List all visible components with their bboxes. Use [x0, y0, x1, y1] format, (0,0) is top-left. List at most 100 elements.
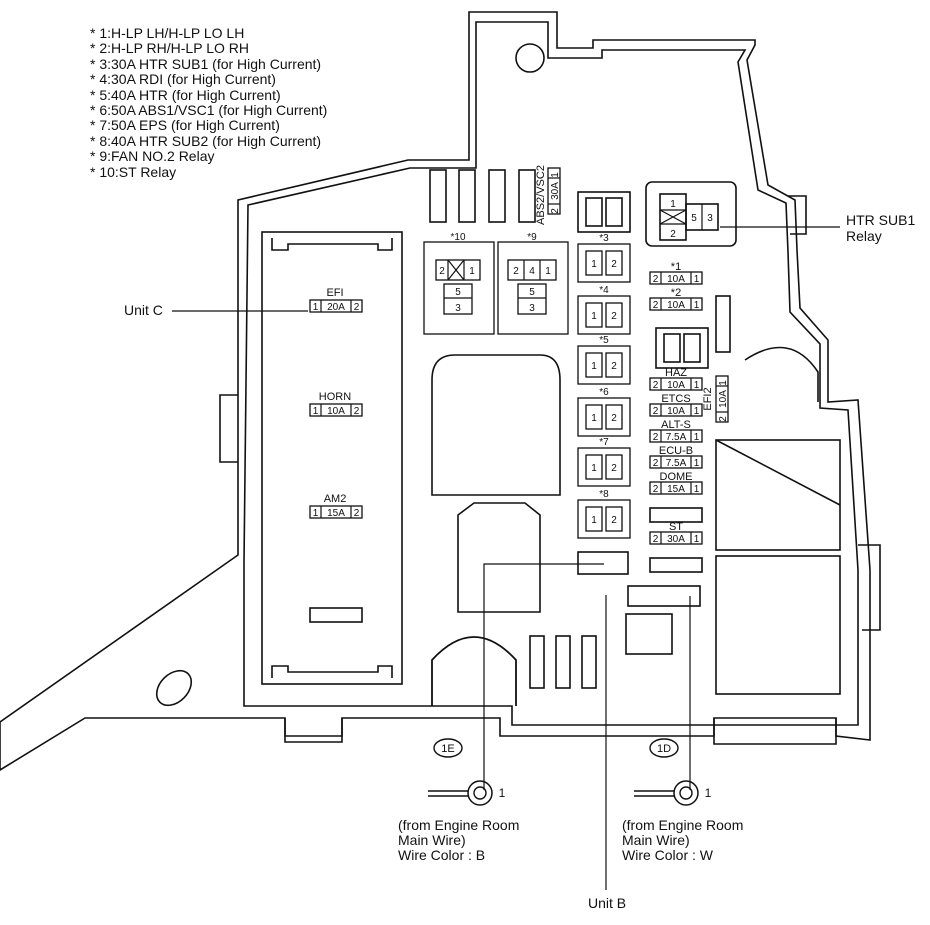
legend-item: * 6:50A ABS1/VSC1 (for High Current): [90, 102, 328, 119]
high-current-terminal: [605, 454, 623, 480]
connector-1d-note-line3: Wire Color : W: [622, 847, 713, 863]
right-fuse-name: HAZ: [665, 367, 687, 379]
high-current-terminal: [585, 506, 603, 532]
high-current-pin: 2: [611, 413, 617, 424]
high-current-pin: 2: [611, 463, 617, 474]
right-fuse-name: DOME: [660, 471, 693, 483]
mount-hole: [515, 43, 545, 73]
right-fuse-amp: 10A: [667, 300, 685, 311]
relay-10-body: [423, 241, 495, 335]
right-fuse-amp: 10A: [667, 406, 685, 417]
abs2-name: ABS2/VSC2: [535, 165, 547, 225]
unit-c-fuse-strip: [309, 299, 363, 313]
right-fuse-strip: [649, 429, 703, 443]
right-fuse-pin-right: 1: [694, 274, 700, 285]
efi2-amp: 10A: [718, 390, 729, 408]
high-current-pin: 2: [611, 361, 617, 372]
right-fuse-pin-right: 1: [694, 380, 700, 391]
relay-10-top: [435, 259, 481, 281]
high-current-fuse: [577, 345, 631, 385]
unit-c-fuse-amp: 10A: [327, 406, 345, 417]
high-current-pin: 2: [611, 259, 617, 270]
relay-9-pin: 2: [513, 266, 519, 277]
high-current-fuse: [577, 295, 631, 335]
right-fuse-pin-right: 1: [694, 406, 700, 417]
unit-c-box: [261, 231, 403, 685]
htr-relay-pin: 1: [670, 199, 676, 210]
high-current-terminal: [605, 352, 623, 378]
legend-item: * 8:40A HTR SUB2 (for High Current): [90, 132, 322, 149]
connector-code: 1E: [441, 743, 454, 755]
right-fuse-pin-right: 1: [694, 534, 700, 545]
right-fuse-strip: [649, 297, 703, 311]
abs2-pin-right: 1: [550, 172, 561, 178]
connector-1e-note-line1: (from Engine Room: [398, 817, 520, 833]
high-current-fuse: [577, 499, 631, 539]
right-fuse-pin-left: 2: [653, 380, 659, 391]
right-fuse-strip: [649, 455, 703, 469]
relay-10-bottom: [443, 283, 473, 315]
right-fuse-pin-right: 1: [694, 432, 700, 443]
high-current-terminal: [605, 250, 623, 276]
relay-10-pin: 5: [455, 287, 461, 298]
unit-c-fuse-pin-right: 2: [354, 406, 360, 417]
unit-c-fuse-name: HORN: [319, 391, 351, 403]
right-fuse-strip: [649, 403, 703, 417]
connector-pin-number: 1: [705, 786, 712, 800]
efi2-pin-left: 2: [718, 416, 729, 422]
high-current-mark: *4: [599, 285, 609, 296]
unit-c-fuse-name: AM2: [324, 493, 347, 505]
htr-relay-pin: 2: [670, 229, 676, 240]
high-current-mark: *7: [599, 437, 609, 448]
relay-10-x: [447, 259, 465, 281]
unit-c-fuse-pin-left: 1: [313, 302, 319, 313]
abs2-strip: [547, 167, 561, 215]
housing-inner: [243, 21, 859, 726]
right-fuse-pin-right: 1: [694, 458, 700, 469]
connector-pin-number: 1: [499, 786, 506, 800]
legend-item: * 10:ST Relay: [90, 163, 177, 180]
connector-code: 1D: [657, 743, 671, 755]
unit-c-fuse-pin-left: 1: [313, 508, 319, 519]
relay-10-pin: 2: [439, 266, 445, 277]
right-fuse-pin-left: 2: [653, 406, 659, 417]
right-fuse-pin-left: 2: [653, 458, 659, 469]
htr-sub1-label-line2: Relay: [846, 228, 882, 244]
right-fuse-pin-left: 2: [653, 484, 659, 495]
right-fuse-pin-left: 2: [653, 534, 659, 545]
efi2-strip: [715, 375, 729, 423]
unit-c-fuse-name: EFI: [326, 287, 343, 299]
connector-code-badge: [649, 738, 679, 758]
legend-item: * 5:40A HTR (for High Current): [90, 86, 281, 103]
high-current-terminal: [605, 302, 623, 328]
connector-terminal-ring: [467, 780, 493, 806]
right-fuse-amp: 10A: [667, 274, 685, 285]
unit-c-fuse-strip: [309, 505, 363, 519]
relay-9-pin: 3: [529, 303, 535, 314]
slot-hole: [155, 669, 193, 707]
high-current-pin: 1: [591, 361, 597, 372]
relay-10-pin: 1: [469, 266, 475, 277]
htr-relay-pin: 5: [691, 213, 697, 224]
high-current-terminal: [585, 250, 603, 276]
high-current-pin: 1: [591, 259, 597, 270]
relay-9-mark: *9: [527, 232, 537, 243]
connector-terminal-ring: [673, 780, 699, 806]
right-fuse-strip: [649, 271, 703, 285]
unit-c-fuse-amp: 15A: [327, 508, 345, 519]
right-fuse-name: *1: [671, 261, 681, 273]
efi2-pin-right: 1: [718, 380, 729, 386]
relay-9-pin: 1: [545, 266, 551, 277]
right-fuse-name: ECU-B: [659, 445, 693, 457]
connector-1e-note-line3: Wire Color : B: [398, 847, 486, 863]
high-current-pin: 2: [611, 515, 617, 526]
right-fuse-name: ETCS: [661, 393, 690, 405]
connector-terminal-hole: [473, 786, 487, 800]
right-fuse-amp: 30A: [667, 534, 685, 545]
high-current-mark: *5: [599, 335, 609, 346]
right-fuse-strip: [649, 531, 703, 545]
high-current-fuse: [577, 243, 631, 283]
high-current-terminal: [585, 454, 603, 480]
